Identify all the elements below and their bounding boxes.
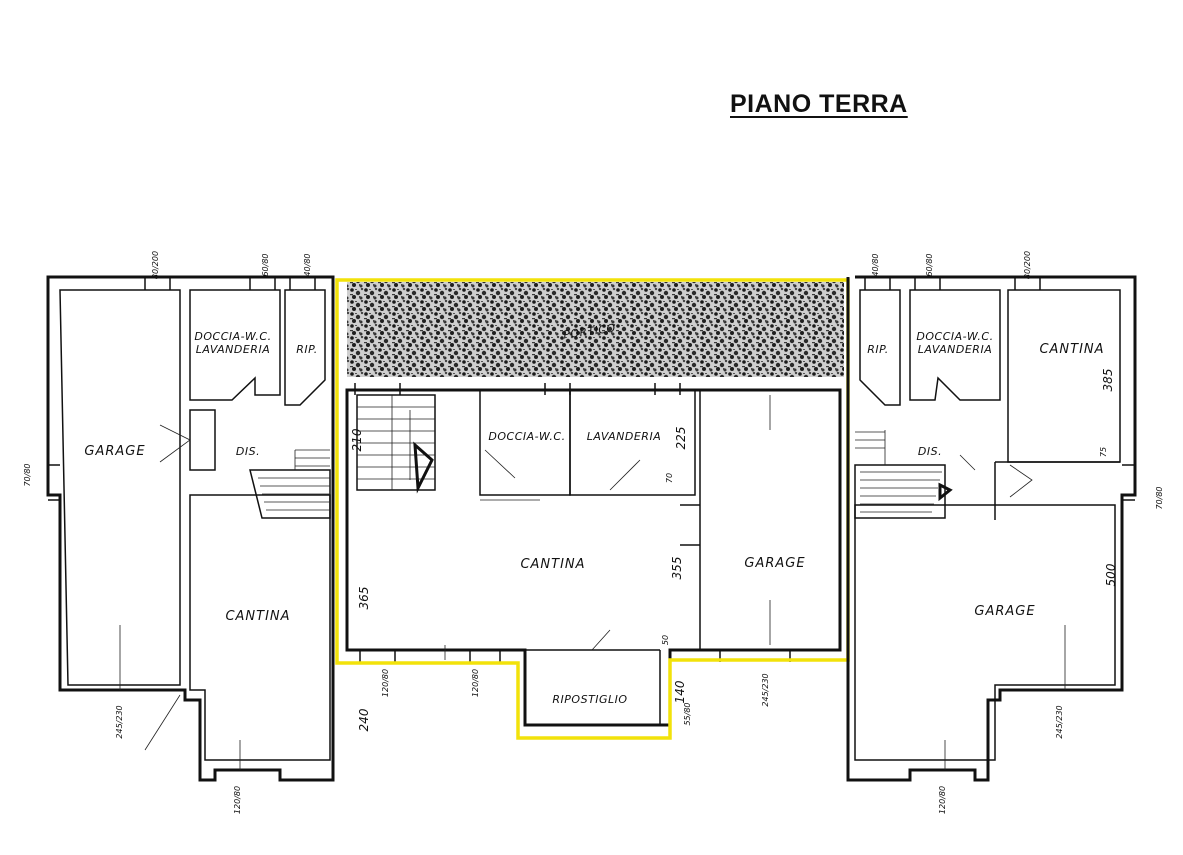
dim-385: 385: [1101, 369, 1115, 392]
label-right-cantina: CANTINA: [1039, 342, 1104, 357]
dim-210: 210: [350, 428, 364, 451]
dim-120-80-right: 120/80: [938, 786, 947, 814]
dim-365: 365: [357, 587, 371, 610]
label-right-dis: DIS.: [918, 445, 942, 458]
dim-70-80-right: 70/80: [1155, 486, 1164, 509]
plan-title: PIANO TERRA: [730, 90, 908, 118]
dim-120-80-center-2: 120/80: [471, 669, 480, 697]
dim-70: 70: [665, 473, 674, 483]
dim-50: 50: [661, 635, 670, 645]
dim-120-80-center: 120/80: [381, 669, 390, 697]
label-left-doccia: DOCCIA-W.C.: [194, 330, 271, 343]
left-unit: [46, 275, 335, 782]
room-labels: GARAGE DOCCIA-W.C. LAVANDERIA RIP. DIS. …: [84, 321, 1104, 706]
label-left-garage: GARAGE: [84, 444, 145, 459]
label-center-doccia: DOCCIA-W.C.: [488, 430, 565, 443]
label-left-rip: RIP.: [296, 343, 318, 356]
dim-355: 355: [670, 557, 684, 580]
label-center-garage: GARAGE: [744, 556, 805, 571]
dim-245-230-center: 245/230: [761, 673, 770, 706]
dim-245-230-right: 245/230: [1055, 705, 1064, 738]
dimension-labels: 365 355 240 210 225 140 385 500 75 70 50…: [23, 251, 1164, 814]
label-right-lavanderia: LAVANDERIA: [918, 343, 992, 356]
label-center-cantina: CANTINA: [520, 557, 585, 572]
dim-225: 225: [674, 427, 688, 450]
dim-60-80-left: 60/80: [261, 253, 270, 276]
label-left-dis: DIS.: [236, 445, 260, 458]
portico-hatch: [347, 282, 844, 377]
dim-80-200-left: 80/200: [151, 251, 160, 279]
label-right-garage: GARAGE: [974, 604, 1035, 619]
label-right-doccia: DOCCIA-W.C.: [916, 330, 993, 343]
dim-140: 140: [673, 680, 687, 703]
label-center-lavanderia: LAVANDERIA: [587, 430, 661, 443]
label-left-cantina: CANTINA: [225, 609, 290, 624]
dim-80-200-right: 80/200: [1023, 251, 1032, 279]
center-unit: [335, 278, 850, 740]
dim-75: 75: [1099, 447, 1108, 457]
dim-40-80-left: 40/80: [303, 253, 312, 276]
dim-70-80-left: 70/80: [23, 463, 32, 486]
label-right-rip: RIP.: [867, 343, 889, 356]
dim-245-230-left: 245/230: [115, 705, 124, 738]
label-left-lavanderia: LAVANDERIA: [196, 343, 270, 356]
label-center-ripostiglio: RIPOSTIGLIO: [552, 693, 627, 706]
dim-40-80-right: 40/80: [871, 253, 880, 276]
dim-55-80: 55/80: [683, 702, 692, 725]
dim-120-80-left: 120/80: [233, 786, 242, 814]
right-unit: [846, 275, 1137, 782]
dim-500: 500: [1104, 563, 1118, 586]
dim-240: 240: [357, 708, 371, 731]
dim-60-80-right: 60/80: [925, 253, 934, 276]
